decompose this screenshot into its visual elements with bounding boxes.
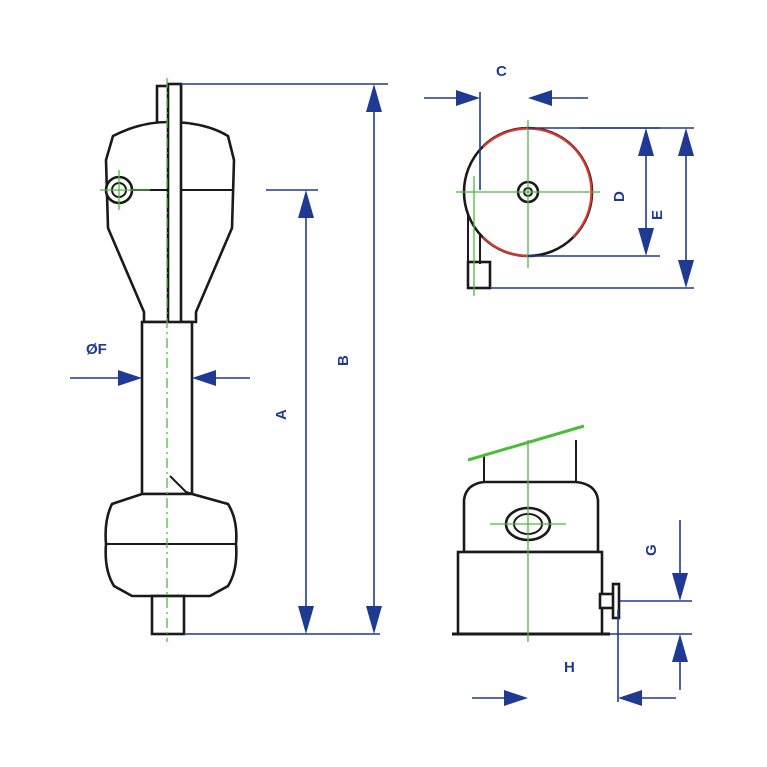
label-f: ØF	[86, 341, 107, 358]
dim-g-arrow-upper	[672, 573, 688, 601]
label-h: H	[564, 659, 575, 676]
dim-b-arrow-top	[366, 84, 382, 112]
dim-a-arrow-bottom	[298, 606, 314, 634]
front-lower-body	[456, 550, 604, 636]
label-b: B	[335, 355, 352, 366]
dim-f-arrow-left	[118, 370, 142, 386]
front-view: G H	[452, 424, 692, 706]
dim-a-arrow-top	[298, 190, 314, 218]
bottom-outlet	[150, 594, 186, 636]
dim-e-arrow-bottom	[678, 260, 694, 288]
dim-f-arrow-right	[192, 370, 216, 386]
top-view: C D E	[424, 63, 694, 296]
dim-d-arrow-bottom	[638, 228, 654, 256]
dim-c-arrow-right	[528, 90, 552, 106]
front-neck	[483, 440, 577, 482]
dim-h-arrow-left	[504, 690, 528, 706]
top-inlet-stub	[466, 260, 492, 290]
label-a: A	[273, 409, 290, 420]
label-d: D	[611, 191, 628, 202]
inlet-plate	[166, 82, 183, 328]
dim-g-arrow-lower	[672, 634, 688, 662]
side-view: ØF A B	[70, 78, 388, 642]
label-g: G	[643, 544, 660, 556]
label-c: C	[496, 63, 507, 80]
dim-c-arrow-left	[456, 90, 480, 106]
lower-body-deflector	[169, 475, 229, 505]
front-drain-handle	[611, 582, 621, 620]
dim-d-arrow-top	[638, 128, 654, 156]
dim-e-arrow-top	[678, 128, 694, 156]
dim-h-arrow-right	[618, 690, 642, 706]
dim-b-arrow-bottom	[366, 606, 382, 634]
front-inclined-top	[467, 424, 585, 462]
top-body-red-arc	[482, 127, 593, 258]
label-e: E	[649, 210, 666, 220]
